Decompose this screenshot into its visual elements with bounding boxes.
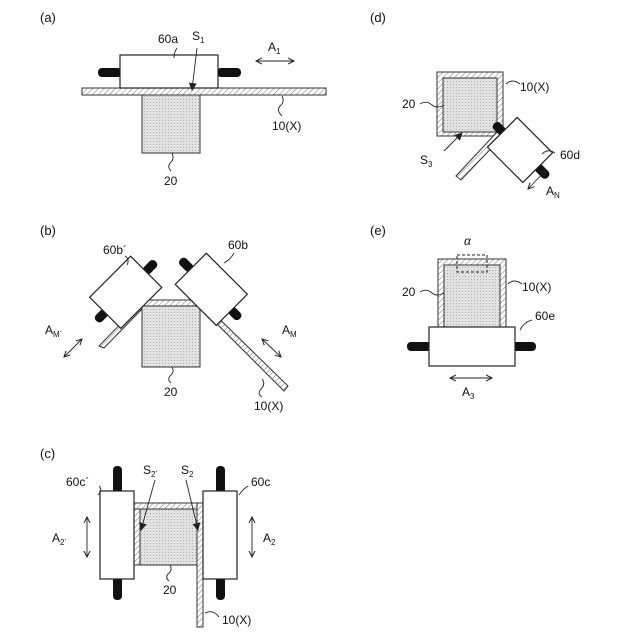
panel-b: (b) 60b´ 60b AM´ AM 20 10(X) (40, 223, 297, 413)
panel-d-arrow-sub: N (554, 191, 560, 200)
panel-a-sheet-leader (278, 96, 283, 116)
panel-b-arrow-left (64, 339, 82, 357)
panel-c-sheet-left (134, 503, 140, 565)
svg-text:S2: S2 (181, 463, 194, 479)
svg-text:AN: AN (546, 184, 560, 200)
panel-a-sheet (82, 88, 326, 95)
panel-c-contact-right-sub: 2 (189, 470, 194, 479)
panel-e-head (429, 327, 515, 366)
panel-d-contact-sub: 3 (428, 160, 433, 169)
panel-d-sheet-leader (506, 81, 520, 84)
svg-text:A1: A1 (268, 40, 281, 56)
panel-b-head-right-leader (224, 253, 234, 263)
panel-b-arrow-right-sub: M (290, 330, 297, 339)
panel-e-head-shaft-left (407, 342, 431, 351)
panel-d-label: (d) (370, 10, 386, 25)
panel-a-arrow-label: A (268, 40, 276, 54)
panel-c-block-label: 20 (163, 583, 177, 597)
panel-a-sheet-label: 10(X) (272, 119, 301, 133)
panel-c-contact-left-label: S (143, 463, 151, 477)
panel-b-block-leader (169, 367, 173, 383)
svg-text:AM´: AM´ (45, 323, 62, 339)
panel-c-head-left (100, 491, 134, 579)
panel-b-block-label: 20 (164, 385, 178, 399)
panel-d-arrow-label: A (546, 184, 554, 198)
panel-b-head-right-label: 60b (228, 238, 248, 252)
panel-b-arrow-left-sub: M´ (53, 330, 62, 339)
panel-d-head-label: 60d (560, 148, 580, 162)
panel-b-head-left-label: 60b´ (103, 243, 127, 257)
panel-b-sheet-label: 10(X) (254, 399, 283, 413)
panel-a-contact-sub: 1 (200, 36, 205, 45)
panel-e-head-label: 60e (535, 309, 555, 323)
panel-e-arrow-label: A (462, 385, 470, 399)
panel-b-label: (b) (40, 223, 56, 238)
panel-b-arrow-right-label: A (282, 323, 290, 337)
svg-text:S3: S3 (420, 153, 433, 169)
panel-c-head-right-leader (239, 486, 248, 495)
panel-c-contact-right-label: S (181, 463, 189, 477)
panel-c-arrow-right-sub: 2 (271, 538, 276, 547)
svg-text:AM: AM (282, 323, 297, 339)
panel-d-block (443, 78, 497, 132)
panel-a-head-label: 60a (158, 32, 178, 46)
panel-c-contact-left-sub: 2´ (151, 470, 158, 479)
panel-e-region-label: α (464, 234, 472, 248)
panel-e-head-leader (520, 320, 532, 330)
svg-text:S1: S1 (192, 29, 205, 45)
svg-text:A2´: A2´ (52, 531, 67, 547)
panel-c-arrow-right-label: A (263, 531, 271, 545)
panel-e-block (444, 265, 500, 327)
panel-c-arrow-left-sub: 2´ (60, 538, 67, 547)
panel-c-head-left-label: 60c´ (66, 475, 89, 489)
panel-a-label: (a) (40, 10, 56, 25)
panel-c-sheet-right (197, 503, 203, 627)
panel-a-contact-label: S (192, 29, 200, 43)
panel-b-block (142, 305, 200, 367)
panel-d-contact-label: S (420, 153, 428, 167)
panel-e: (e) α 10(X) 20 60e A3 (370, 223, 555, 401)
panel-e-sheet-leader (508, 281, 522, 284)
panel-a-arrow-sub: 1 (276, 47, 281, 56)
panel-a: (a) 60a S1 A1 10(X) 20 (40, 10, 326, 188)
panel-b-arrow-right (262, 339, 281, 357)
panel-c-head-right-label: 60c (251, 475, 270, 489)
panel-d: (d) 10(X) 20 S3 60d AN (370, 10, 580, 200)
panel-c-label: (c) (40, 446, 55, 461)
panel-a-block-leader (169, 153, 173, 171)
panel-d-block-label: 20 (402, 97, 416, 111)
panel-c-sheet-leader (205, 612, 219, 617)
panel-a-block-label: 20 (164, 174, 178, 188)
panel-c-head-right-shaft-top (216, 466, 225, 494)
panel-c: (c) 60c´ 60c S2´ S2 A2´ A2 20 10(X) (40, 446, 276, 627)
panel-c-head-left-shaft-top (113, 466, 122, 494)
panel-a-head (120, 55, 218, 88)
svg-text:S2´: S2´ (143, 463, 158, 479)
panel-c-head-right (203, 491, 237, 579)
panel-a-block (142, 95, 200, 153)
panel-e-arrow-sub: 3 (470, 392, 475, 401)
panel-c-block (140, 508, 197, 565)
svg-text:A3: A3 (462, 385, 475, 401)
panel-c-sheet-label: 10(X) (222, 613, 251, 627)
panel-c-block-leader (167, 565, 171, 581)
panel-d-sheet-label: 10(X) (520, 80, 549, 94)
panel-e-block-label: 20 (402, 285, 416, 299)
panel-b-sheet-leader (259, 379, 264, 397)
panel-a-head-shaft-right (217, 68, 241, 77)
panel-c-arrow-left-label: A (52, 531, 60, 545)
panel-e-sheet-label: 10(X) (522, 280, 551, 294)
svg-text:A2: A2 (263, 531, 276, 547)
panel-b-arrow-left-label: A (45, 323, 53, 337)
panel-e-label: (e) (370, 223, 386, 238)
panel-a-head-shaft-left (98, 68, 122, 77)
